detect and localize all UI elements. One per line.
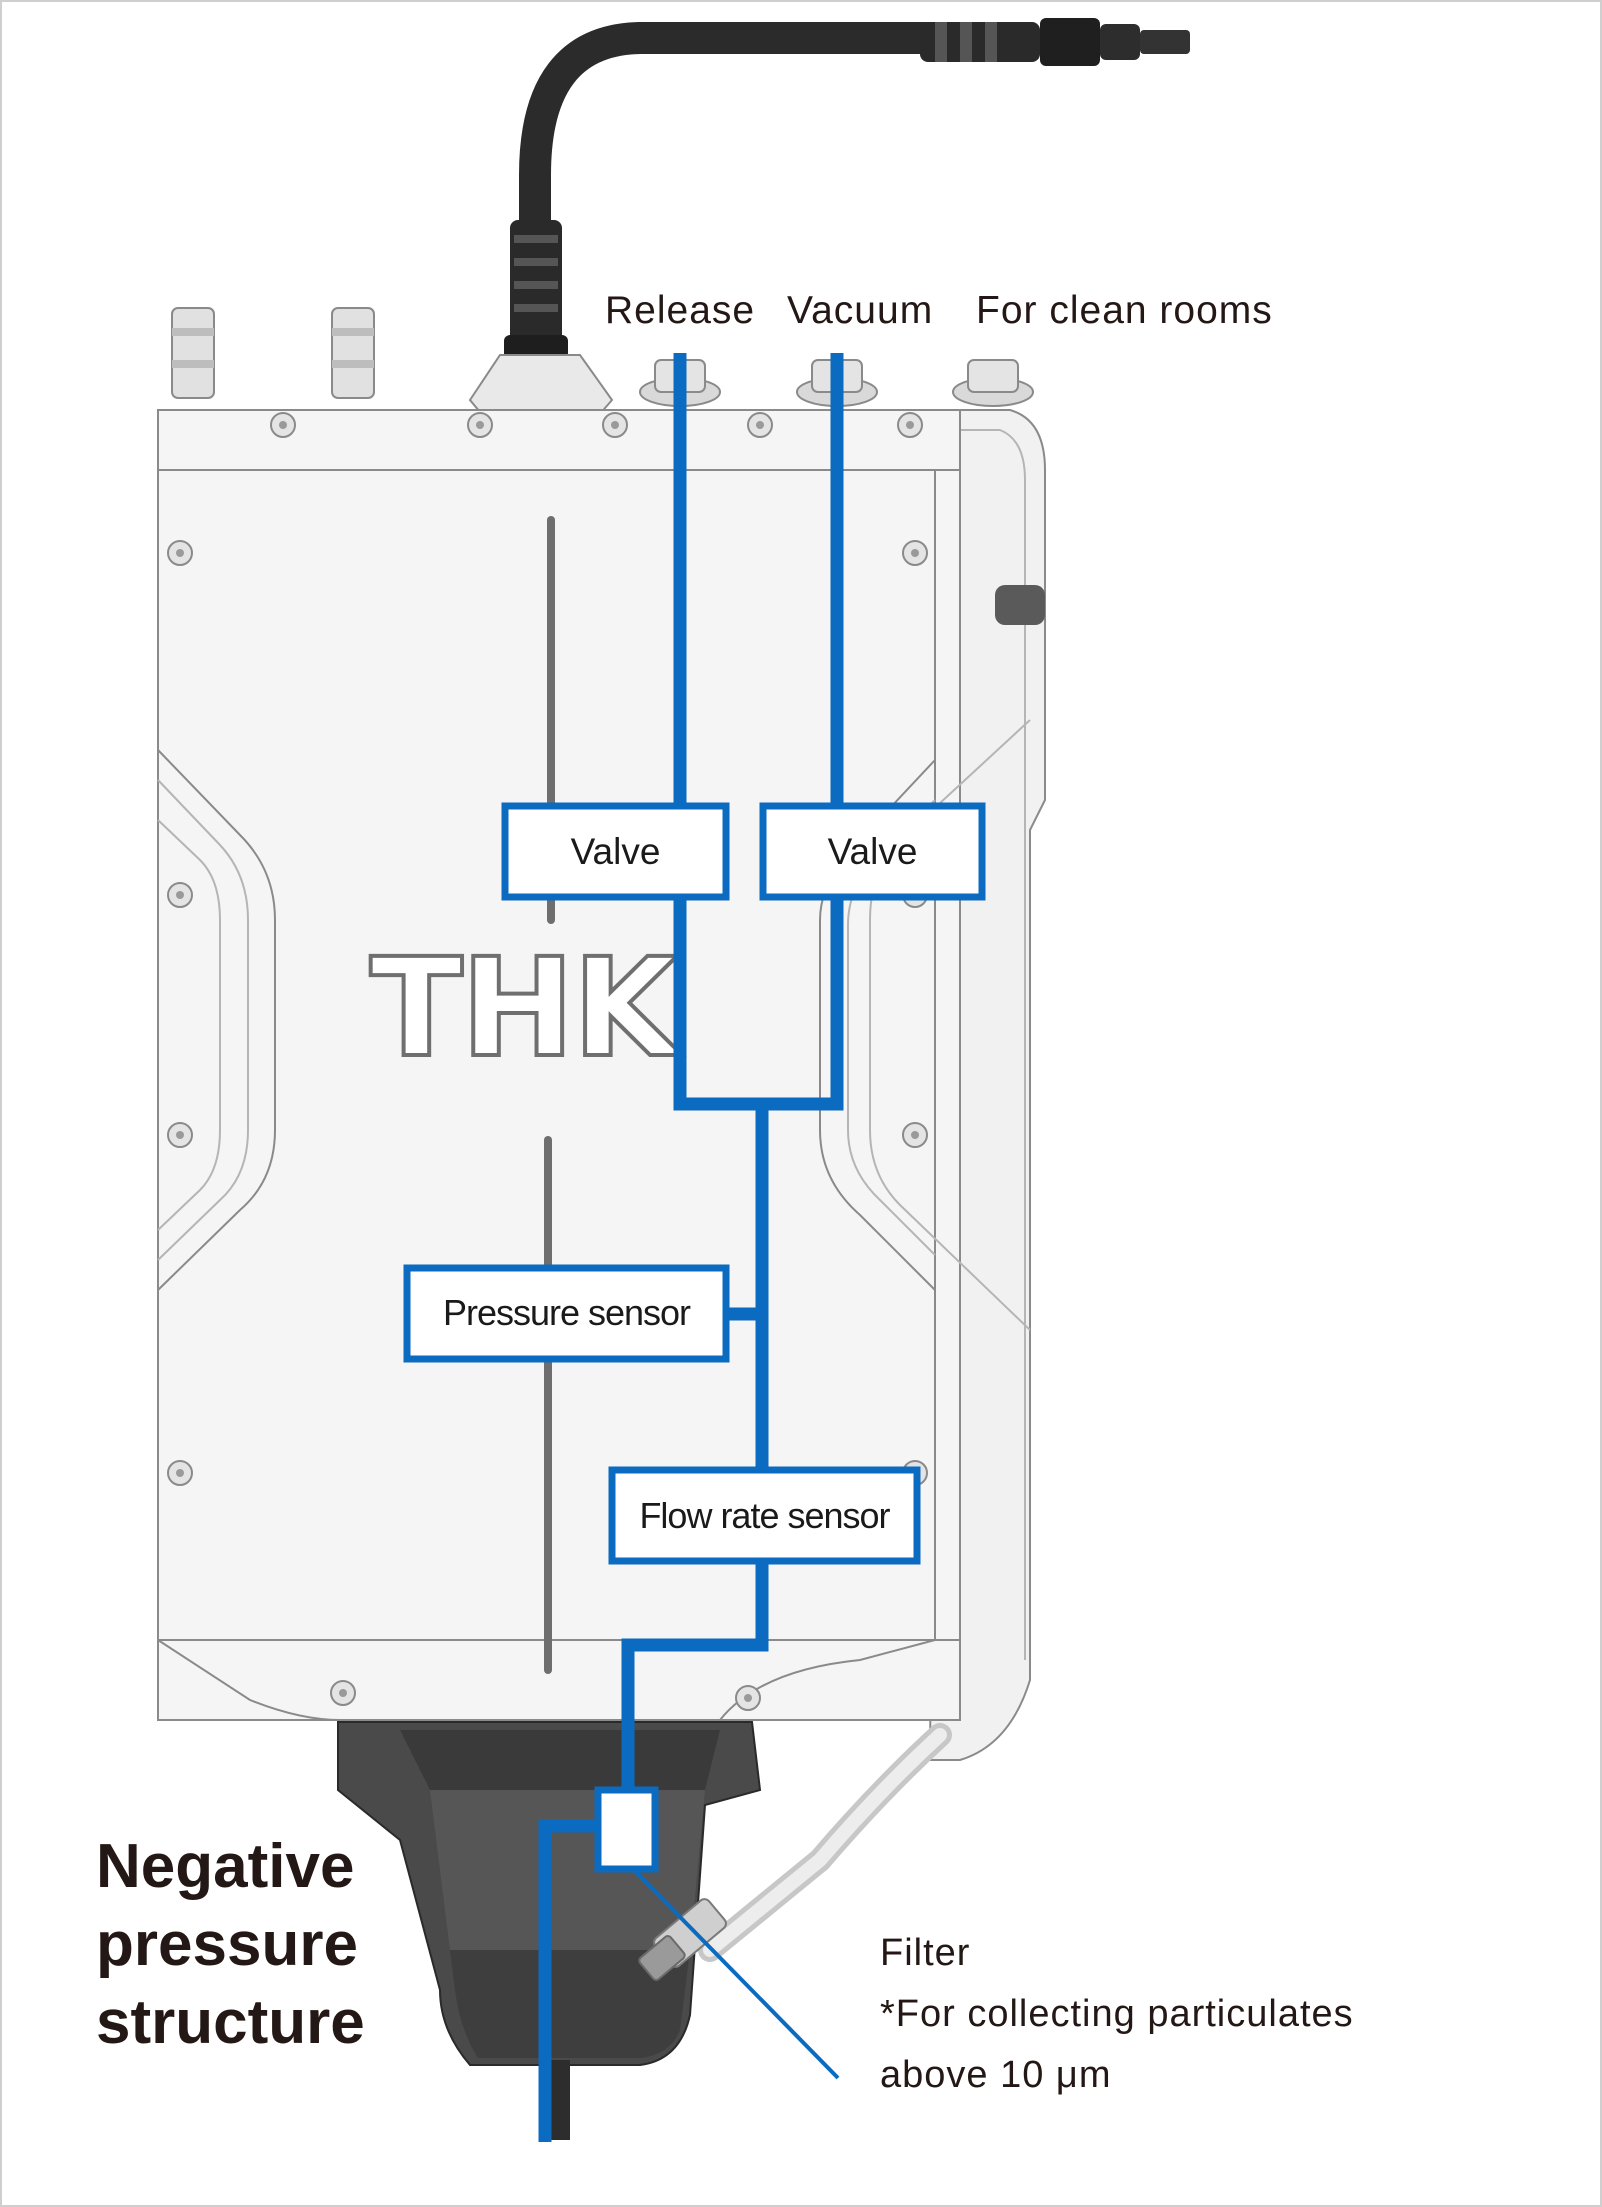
port-fitting-clean-room — [952, 359, 1034, 407]
airflow-paths — [538, 353, 844, 2142]
filter-note-line-3: above 10 μm — [880, 2054, 1111, 2096]
port-label-clean-rooms: For clean rooms — [976, 289, 1273, 332]
cable-strain-relief — [504, 220, 568, 359]
pressure-sensor-box: Pressure sensor — [403, 1264, 730, 1363]
filter-note: Filter *For collecting particulates abov… — [880, 1932, 1354, 2096]
port-label-vacuum: Vacuum — [787, 289, 933, 332]
port-label-release: Release — [605, 289, 755, 332]
filter-leader-line — [630, 1866, 840, 2080]
flow-rate-sensor-label: Flow rate sensor — [639, 1495, 890, 1536]
fitting-left-1 — [171, 307, 215, 399]
title-line-2: pressure — [96, 1910, 358, 1979]
title-line-1: Negative — [96, 1832, 354, 1901]
filter-note-line-1: Filter — [880, 1932, 970, 1974]
side-hose-fitting — [638, 1898, 727, 1981]
valve-release-box: Valve — [501, 802, 730, 901]
filter-to-nozzle — [538, 1819, 598, 2142]
title-line-3: structure — [96, 1988, 365, 2057]
fitting-left-2 — [331, 307, 375, 399]
pressure-sensor-label: Pressure sensor — [443, 1292, 691, 1333]
valve-vacuum-box: Valve — [759, 802, 986, 901]
filter-note-line-2: *For collecting particulates — [880, 1993, 1354, 2035]
screw-centers — [176, 421, 919, 1702]
side-latch — [995, 585, 1045, 625]
thk-logo: THK — [370, 930, 683, 1088]
cable — [519, 22, 941, 271]
valve-vacuum-label: Valve — [828, 831, 918, 872]
cable-connector — [920, 18, 1190, 66]
flow-sensor-to-filter — [621, 1560, 769, 1790]
valve-release-label: Valve — [571, 831, 661, 872]
filter-box — [594, 1786, 659, 1873]
diagram-title: Negative pressure structure — [96, 1832, 365, 2057]
flow-rate-sensor-box: Flow rate sensor — [608, 1466, 921, 1565]
